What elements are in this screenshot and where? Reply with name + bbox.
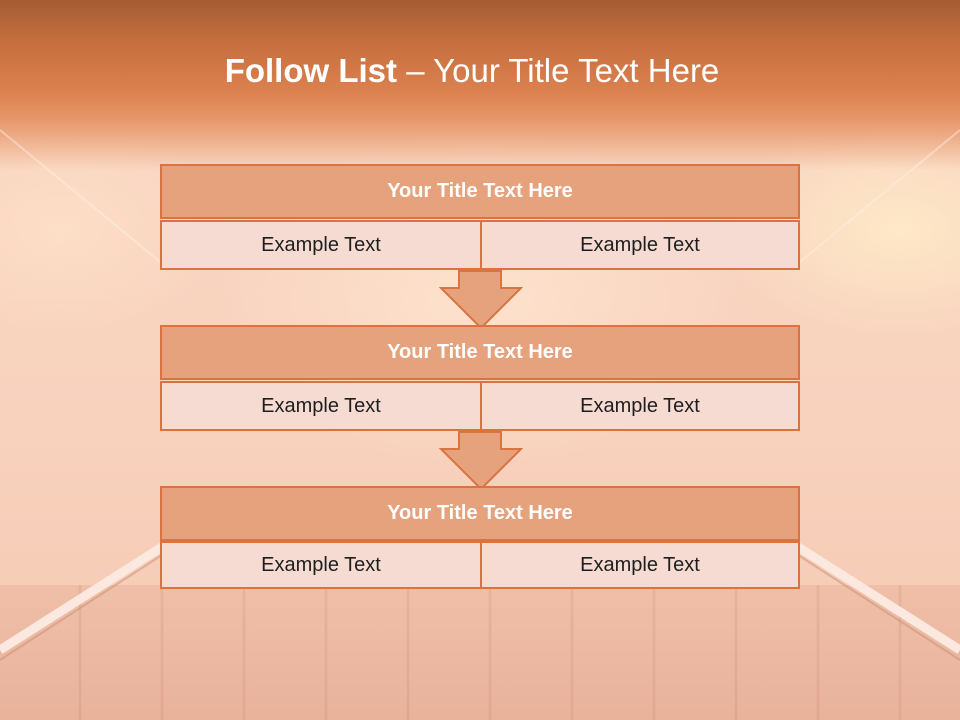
step-heading: Your Title Text Here (160, 325, 800, 380)
down-arrow-icon (439, 270, 523, 330)
step-text-left: Example Text (160, 541, 482, 589)
step-text-left: Example Text (160, 381, 482, 431)
step-text-right: Example Text (480, 220, 800, 270)
slide-title-rest: – Your Title Text Here (397, 52, 720, 89)
step-text-left: Example Text (160, 220, 482, 270)
step-heading: Your Title Text Here (160, 164, 800, 219)
step-text-right: Example Text (480, 381, 800, 431)
title-bar (0, 0, 960, 170)
slide-title: Follow List – Your Title Text Here (0, 52, 944, 90)
step-text-right: Example Text (480, 541, 800, 589)
wood-floor (0, 585, 960, 720)
step-heading: Your Title Text Here (160, 486, 800, 541)
down-arrow-icon (439, 431, 523, 491)
slide-title-bold: Follow List (224, 52, 398, 89)
